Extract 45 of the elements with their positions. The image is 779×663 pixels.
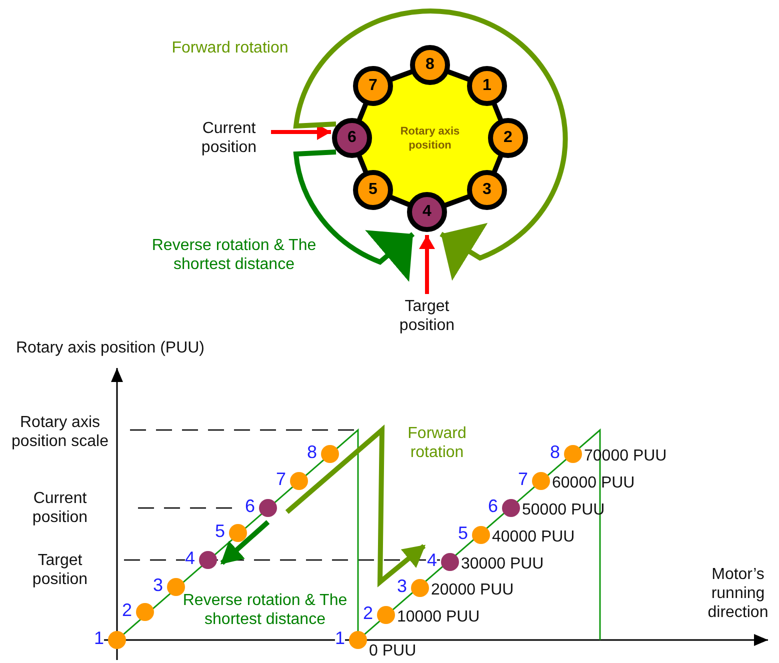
point-number: 8 bbox=[550, 443, 560, 461]
edge-label: Forward rotation bbox=[170, 38, 290, 58]
hub-label: Rotary axis position bbox=[399, 124, 461, 153]
annotation: Forward rotation bbox=[406, 424, 468, 462]
point-number: 4 bbox=[427, 551, 437, 569]
value-label: 20000 PUU bbox=[431, 580, 514, 600]
annotation: Reverse rotation & The shortest distance bbox=[182, 590, 348, 630]
point-number: 7 bbox=[518, 470, 528, 488]
axis-label: Target position bbox=[31, 550, 89, 590]
axis-label: Current position bbox=[31, 488, 89, 528]
arrow bbox=[271, 124, 331, 140]
arrow bbox=[294, 150, 415, 282]
value-label: 10000 PUU bbox=[397, 607, 480, 627]
point-number: 7 bbox=[276, 470, 286, 488]
point-number: 8 bbox=[307, 443, 317, 461]
callout-text: Target position bbox=[382, 296, 472, 336]
arrow bbox=[419, 235, 435, 294]
point-number: 6 bbox=[245, 497, 255, 515]
axis-label: Rotary axis position scale bbox=[10, 412, 110, 452]
point-number: 1 bbox=[94, 629, 104, 647]
axis-title: Rotary axis position (PUU) bbox=[16, 338, 204, 358]
point-number: 5 bbox=[215, 522, 225, 540]
point-number: 2 bbox=[363, 604, 373, 622]
value-label: 40000 PUU bbox=[492, 527, 575, 547]
value-label: 60000 PUU bbox=[552, 473, 635, 493]
position-circle: 5 bbox=[353, 170, 393, 210]
point-number: 2 bbox=[122, 601, 132, 619]
value-label: 0 PUU bbox=[369, 641, 416, 661]
callout-text: Current position bbox=[184, 118, 274, 158]
position-circle: 7 bbox=[353, 66, 393, 106]
edge-label: Reverse rotation & The shortest distance bbox=[150, 236, 318, 274]
point-number: 6 bbox=[488, 497, 498, 515]
axis-label: Motor’s running direction bbox=[706, 565, 770, 623]
position-circle: 8 bbox=[410, 45, 450, 85]
position-circle: 2 bbox=[488, 118, 528, 158]
point-number: 3 bbox=[153, 576, 163, 594]
arrow bbox=[294, 8, 568, 281]
position-circle: 4 bbox=[407, 192, 447, 232]
point-number: 3 bbox=[397, 577, 407, 595]
position-circle: 1 bbox=[467, 66, 507, 106]
point-number: 1 bbox=[335, 629, 345, 647]
value-label: 30000 PUU bbox=[461, 554, 544, 574]
point-number: 4 bbox=[185, 549, 195, 567]
position-circle: 3 bbox=[467, 170, 507, 210]
point-number: 5 bbox=[458, 524, 468, 542]
